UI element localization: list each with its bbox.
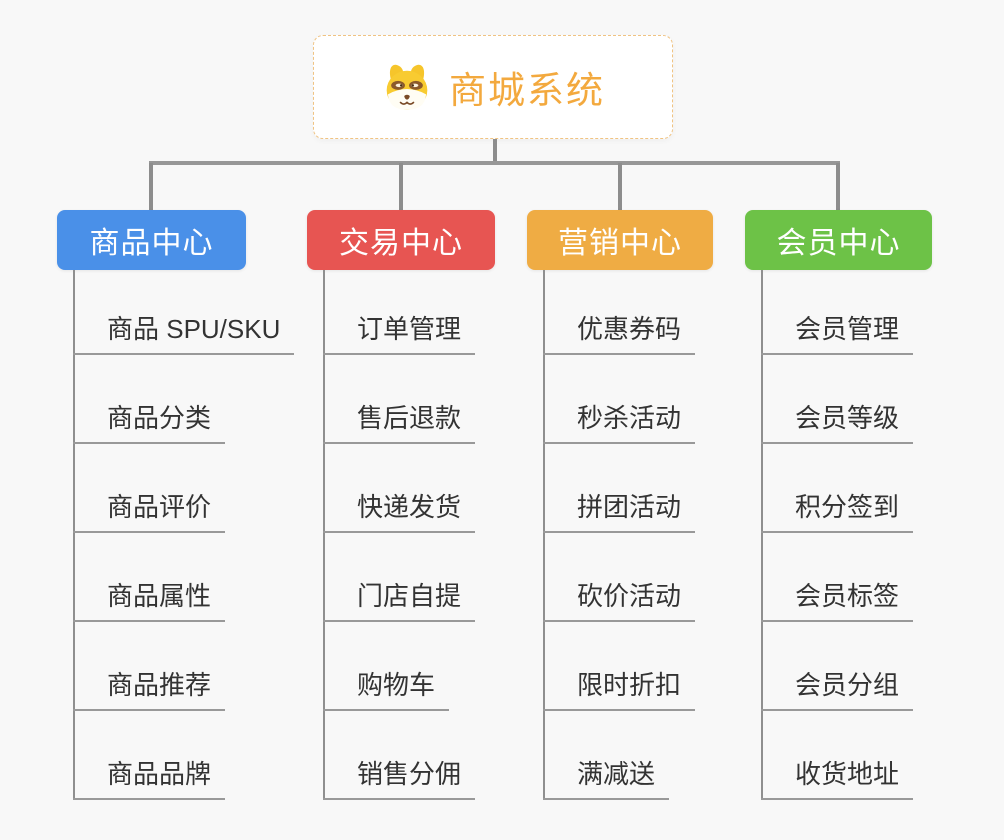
- item-row: 满减送: [543, 711, 713, 800]
- item-row: 购物车: [323, 622, 495, 711]
- item-row: 商品评价: [73, 444, 246, 533]
- branch-3: 会员中心 会员管理会员等级积分签到会员标签会员分组收货地址: [745, 210, 932, 800]
- leaf-node[interactable]: 销售分佣: [323, 754, 476, 800]
- branch-items: 订单管理售后退款快递发货门店自提购物车销售分佣: [307, 270, 495, 800]
- leaf-node[interactable]: 积分签到: [761, 487, 914, 533]
- leaf-node[interactable]: 商品品牌: [73, 754, 226, 800]
- leaf-node[interactable]: 售后退款: [323, 398, 476, 444]
- branch-label: 营销中心: [558, 227, 682, 260]
- leaf-node[interactable]: 商品分类: [73, 398, 226, 444]
- item-row: 会员标签: [761, 533, 932, 622]
- item-row: 收货地址: [761, 711, 932, 800]
- item-row: 砍价活动: [543, 533, 713, 622]
- item-row: 秒杀活动: [543, 355, 713, 444]
- connector-branch-vertical: [543, 270, 545, 800]
- item-row: 门店自提: [323, 533, 495, 622]
- connector-branch-vertical: [761, 270, 763, 800]
- branch-label: 会员中心: [776, 227, 901, 260]
- item-row: 销售分佣: [323, 711, 495, 800]
- leaf-node[interactable]: 商品推荐: [73, 665, 226, 711]
- leaf-node[interactable]: 拼团活动: [543, 487, 696, 533]
- branch-2: 营销中心 优惠券码秒杀活动拼团活动砍价活动限时折扣满减送: [527, 210, 713, 800]
- item-row: 商品分类: [73, 355, 246, 444]
- leaf-node[interactable]: 优惠券码: [543, 309, 696, 355]
- branch-header[interactable]: 营销中心: [527, 210, 713, 270]
- item-row: 售后退款: [323, 355, 495, 444]
- root-node[interactable]: 商城系统: [313, 35, 673, 139]
- branch-label: 商品中心: [89, 227, 214, 260]
- item-row: 优惠券码: [543, 270, 713, 355]
- leaf-node[interactable]: 商品 SPU/SKU: [73, 309, 295, 355]
- item-row: 限时折扣: [543, 622, 713, 711]
- item-row: 会员等级: [761, 355, 932, 444]
- root-title: 商城系统: [449, 70, 605, 111]
- connector-horizontal-trunk: [149, 161, 840, 165]
- connector-branch-drop: [149, 163, 153, 210]
- leaf-node[interactable]: 会员等级: [761, 398, 914, 444]
- branch-items: 商品 SPU/SKU 商品分类商品评价商品属性商品推荐商品品牌: [57, 270, 295, 800]
- leaf-node[interactable]: 限时折扣: [543, 665, 696, 711]
- leaf-node[interactable]: 商品评价: [73, 487, 226, 533]
- item-row: 快递发货: [323, 444, 495, 533]
- leaf-node[interactable]: 秒杀活动: [543, 398, 696, 444]
- connector-branch-drop: [618, 163, 622, 210]
- item-row: 商品属性: [73, 533, 246, 622]
- leaf-node[interactable]: 收货地址: [761, 754, 914, 800]
- shiba-dog-icon: [386, 64, 428, 110]
- item-row: 会员分组: [761, 622, 932, 711]
- branch-header[interactable]: 交易中心: [307, 210, 495, 270]
- item-row: 拼团活动: [543, 444, 713, 533]
- connector-branch-vertical: [323, 270, 325, 800]
- leaf-node[interactable]: 订单管理: [323, 309, 476, 355]
- branch-items: 会员管理会员等级积分签到会员标签会员分组收货地址: [745, 270, 932, 800]
- leaf-node[interactable]: 会员标签: [761, 576, 914, 622]
- branch-0: 商品中心 商品 SPU/SKU 商品分类商品评价商品属性商品推荐商品品牌: [57, 210, 295, 800]
- leaf-node[interactable]: 购物车: [323, 665, 450, 711]
- leaf-node[interactable]: 门店自提: [323, 576, 476, 622]
- leaf-node[interactable]: 满减送: [543, 754, 670, 800]
- branch-header[interactable]: 商品中心: [57, 210, 246, 270]
- item-row: 商品推荐: [73, 622, 246, 711]
- branch-items: 优惠券码秒杀活动拼团活动砍价活动限时折扣满减送: [527, 270, 713, 800]
- item-row: 商品品牌: [73, 711, 246, 800]
- connector-branch-drop: [399, 163, 403, 210]
- branch-label: 交易中心: [339, 227, 463, 260]
- branch-header[interactable]: 会员中心: [745, 210, 932, 270]
- connector-root-vertical: [493, 139, 497, 163]
- item-row: 积分签到: [761, 444, 932, 533]
- item-row: 订单管理: [323, 270, 495, 355]
- item-row: 商品 SPU/SKU: [73, 270, 295, 355]
- leaf-node[interactable]: 会员分组: [761, 665, 914, 711]
- leaf-node[interactable]: 商品属性: [73, 576, 226, 622]
- branch-1: 交易中心 订单管理售后退款快递发货门店自提购物车销售分佣: [307, 210, 495, 800]
- connector-branch-vertical: [73, 270, 75, 800]
- leaf-node[interactable]: 快递发货: [323, 487, 476, 533]
- leaf-node[interactable]: 会员管理: [761, 309, 914, 355]
- leaf-node[interactable]: 砍价活动: [543, 576, 696, 622]
- item-row: 会员管理: [761, 270, 932, 355]
- connector-branch-drop: [836, 163, 840, 210]
